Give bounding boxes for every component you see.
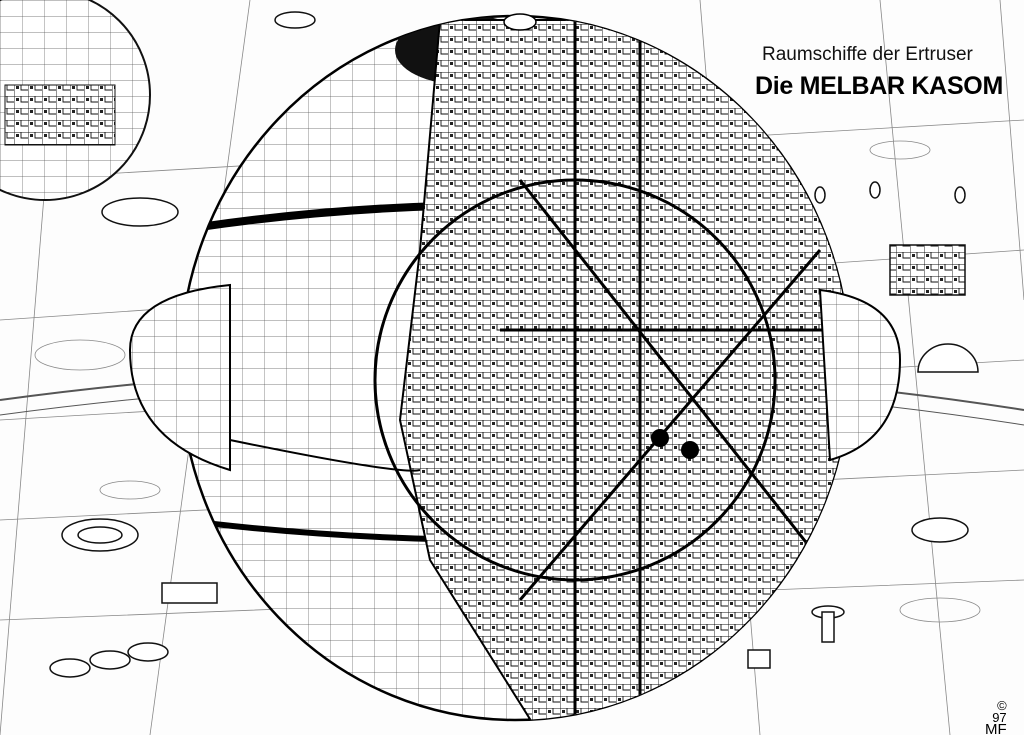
title: Die MELBAR KASOM [755, 72, 1003, 100]
signature-initials: MF [985, 721, 1007, 735]
cutaway-interior [373, 19, 850, 720]
secondary-sphere-ship [0, 0, 151, 201]
artist-signature: © 97 MF [985, 698, 1007, 735]
melbar-kasom-sphere [178, 13, 852, 722]
subtitle: Raumschiffe der Ertruser [762, 44, 973, 65]
signature-year: 97 [992, 710, 1007, 725]
floor-objects [49, 11, 979, 678]
equatorial-ring [128, 283, 902, 472]
copyright-mark: © [997, 698, 1007, 713]
